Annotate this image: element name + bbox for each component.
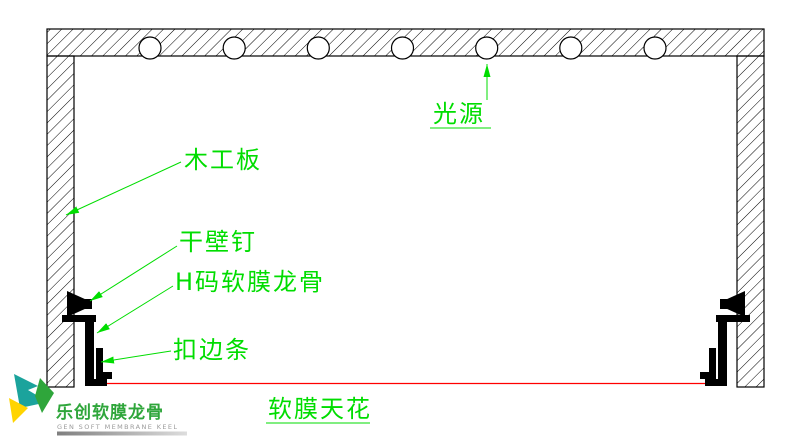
logo: 乐创软膜龙骨 GEN SOFT MEMBRANE KEEL bbox=[9, 374, 187, 436]
lamp-circle bbox=[222, 36, 246, 60]
lamp-circle bbox=[643, 36, 667, 60]
lamp-circle bbox=[559, 36, 583, 60]
lamp-circle bbox=[306, 36, 330, 60]
edge-trim-clip bbox=[96, 348, 112, 379]
logo-mark-yellow-icon bbox=[9, 398, 28, 423]
lamp-circle bbox=[390, 36, 415, 60]
structure bbox=[46, 28, 765, 388]
leader-h-keel bbox=[96, 285, 174, 334]
label-h-keel: H码软膜龙骨 bbox=[175, 268, 325, 296]
leader-plywood bbox=[65, 161, 182, 216]
keel-foot bbox=[85, 379, 107, 386]
label-plywood: 木工板 bbox=[184, 146, 262, 174]
label-light-source: 光源 bbox=[433, 100, 485, 128]
leader-edge-trim bbox=[100, 350, 172, 364]
right-wall bbox=[736, 55, 765, 388]
left-keel-assembly bbox=[62, 291, 112, 386]
lamp-circle bbox=[475, 36, 499, 60]
logo-brand-cn: 乐创软膜龙骨 bbox=[56, 402, 164, 423]
keel-web bbox=[85, 322, 94, 380]
logo-brand-en: GEN SOFT MEMBRANE KEEL bbox=[57, 423, 178, 431]
left-wall bbox=[46, 55, 75, 388]
leaders bbox=[65, 64, 491, 424]
labels: 光源 木工板 干壁钉 H码软膜龙骨 扣边条 软膜天花 bbox=[173, 100, 485, 423]
leader-drywall-nail bbox=[89, 245, 178, 302]
logo-mark-green-icon bbox=[35, 378, 54, 413]
lamps bbox=[138, 36, 667, 60]
logo-bar bbox=[57, 431, 187, 436]
keel-flange bbox=[62, 315, 96, 322]
label-edge-trim: 扣边条 bbox=[173, 336, 251, 364]
drywall-nail-stem bbox=[85, 299, 92, 309]
drywall-nail-shape bbox=[67, 291, 87, 317]
label-drywall-nail: 干壁钉 bbox=[179, 228, 257, 256]
lamp-circle bbox=[138, 36, 162, 60]
label-membrane-ceiling: 软膜天花 bbox=[268, 395, 372, 423]
